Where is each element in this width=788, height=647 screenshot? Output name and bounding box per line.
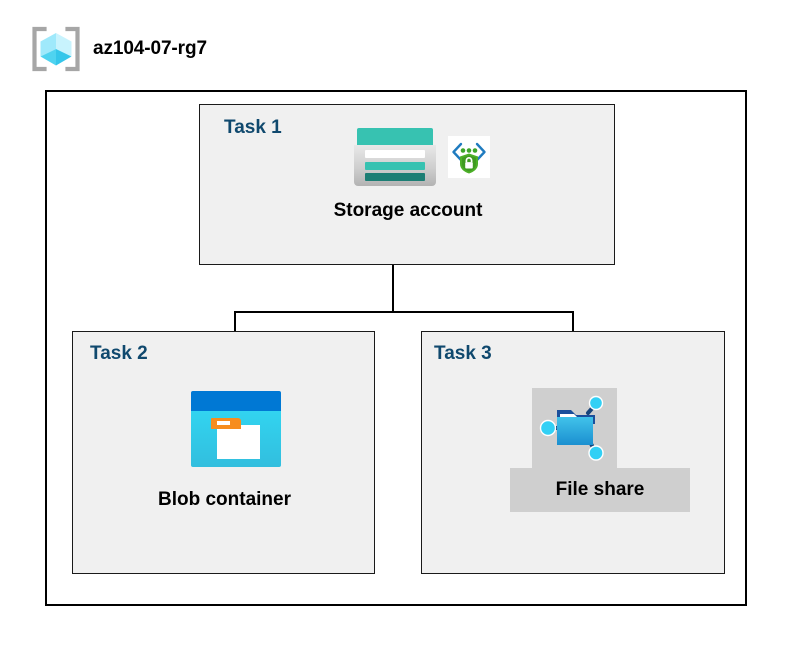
task-box-3[interactable]: Task 3 <box>421 331 725 574</box>
task-label-2: Task 2 <box>90 343 148 364</box>
connector-horizontal-bus <box>234 311 574 313</box>
resource-group-header: az104-07-rg7 <box>30 26 207 72</box>
node-caption-storage-account: Storage account <box>333 200 483 221</box>
node-caption-blob-container: Blob container <box>157 489 291 510</box>
connector-task1-stem <box>392 230 394 313</box>
task-label-3: Task 3 <box>434 343 492 364</box>
node-caption-file-share: File share <box>555 479 645 500</box>
file-share-folder-icon <box>538 390 612 462</box>
page-title: az104-07-rg7 <box>93 38 207 59</box>
secure-endpoint-shield-lock-icon <box>448 136 490 178</box>
selection-highlight-label <box>510 468 690 512</box>
resource-group-cube-icon <box>30 26 82 72</box>
task-box-1[interactable]: Task 1 <box>199 104 615 265</box>
blob-container-icon <box>191 391 281 467</box>
storage-account-icon <box>354 128 436 186</box>
task-label-1: Task 1 <box>224 117 282 138</box>
task-box-2[interactable]: Task 2 Blob container <box>72 331 375 574</box>
